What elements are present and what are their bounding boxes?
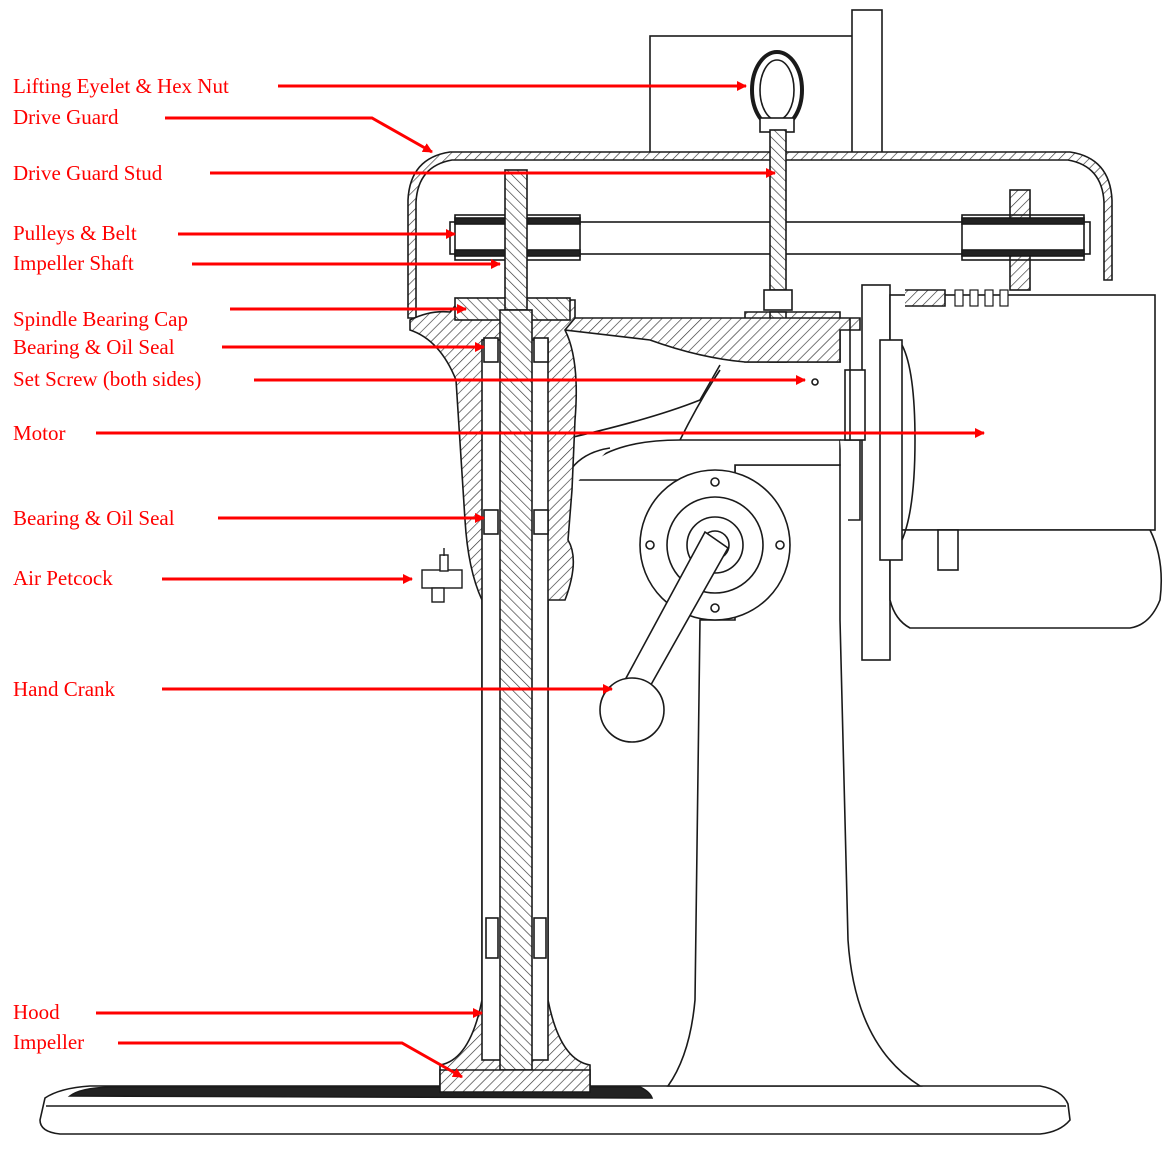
label-lifting-eyelet: Lifting Eyelet & Hex Nut xyxy=(13,74,229,98)
leader-drive-guard xyxy=(165,116,433,154)
pedestal xyxy=(559,439,923,1087)
label-set-screw: Set Screw (both sides) xyxy=(13,367,202,391)
label-hood: Hood xyxy=(13,1000,60,1024)
label-drive-guard: Drive Guard xyxy=(13,105,119,129)
label-pulleys-belt: Pulleys & Belt xyxy=(13,221,137,245)
drive-guard-shell xyxy=(407,151,1113,319)
label-bearing-oil-seal-top: Bearing & Oil Seal xyxy=(13,335,175,359)
label-spindle-bearing-cap: Spindle Bearing Cap xyxy=(13,307,188,331)
hand-crank-assembly xyxy=(599,469,791,743)
leader-lines xyxy=(96,81,985,1079)
label-hand-crank: Hand Crank xyxy=(13,677,116,701)
label-impeller-shaft: Impeller Shaft xyxy=(13,251,134,275)
top-housing xyxy=(649,9,883,155)
base-plate xyxy=(39,1085,1071,1135)
label-impeller: Impeller xyxy=(13,1030,85,1054)
label-air-petcock: Air Petcock xyxy=(13,566,113,590)
label-motor: Motor xyxy=(13,421,66,445)
label-drive-guard-stud: Drive Guard Stud xyxy=(13,161,163,185)
air-petcock-part xyxy=(421,548,463,603)
leader-impeller xyxy=(118,1041,463,1079)
label-bearing-oil-seal-lower: Bearing & Oil Seal xyxy=(13,506,175,530)
